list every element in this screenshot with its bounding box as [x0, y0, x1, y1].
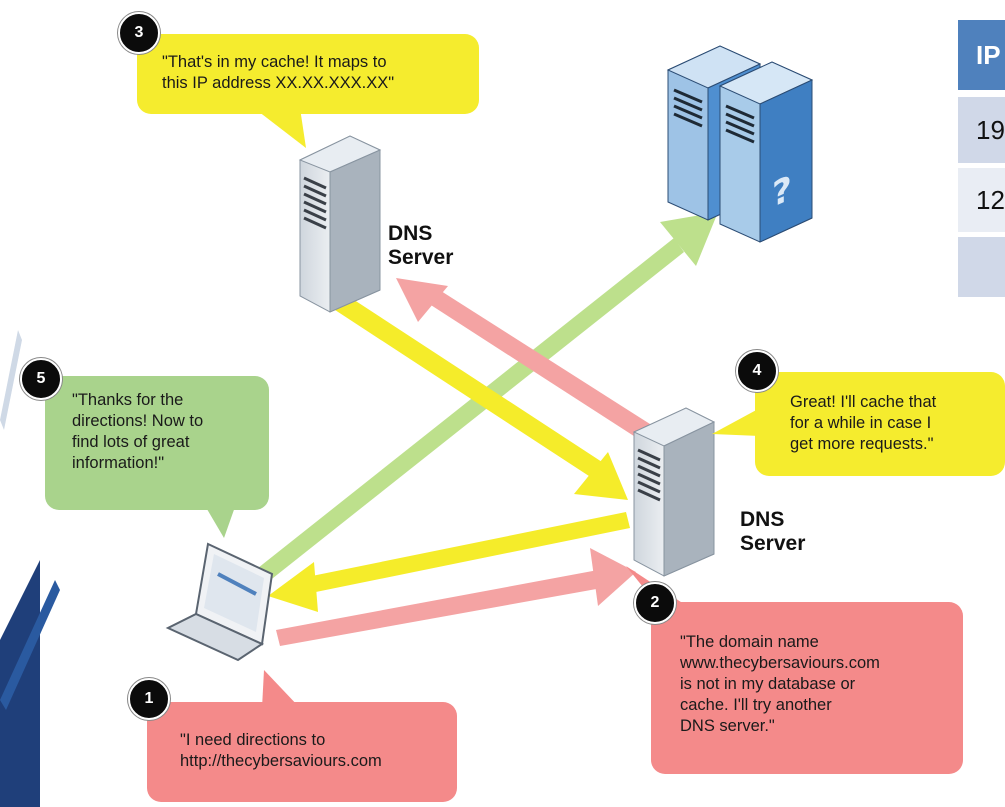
bubble-text-3: "That's in my cache! It maps to this IP …: [162, 53, 395, 92]
table-cell: 12: [976, 185, 1005, 215]
table-header: IP: [958, 20, 1005, 90]
bubble-step-5: [45, 376, 269, 538]
bubble-text-2: "The domain name www.thecybersaviours.co…: [680, 633, 880, 735]
table-header-label: IP: [976, 40, 1001, 70]
query-arrow-laptop: [276, 548, 636, 646]
connect-arrow: [258, 212, 718, 582]
dns-server-top-label: DNS Server: [388, 222, 454, 269]
bubble-text-5: "Thanks for the directions! Now to find …: [72, 391, 204, 472]
response-arrow-laptop: [268, 512, 630, 612]
table-row: 19: [958, 97, 1005, 163]
step-badge-1: 1: [128, 678, 170, 720]
query-arrow-top: [396, 278, 650, 440]
dns-server-top: [298, 135, 382, 313]
bubble-text-1: "I need directions to http://thecybersav…: [180, 731, 382, 770]
bubble-step-1: [147, 670, 457, 802]
bubble-step-4: [712, 372, 1005, 476]
step-badge-4: 4: [736, 350, 778, 392]
response-arrow-top: [332, 292, 628, 500]
step-badge-3: 3: [118, 12, 160, 54]
dns-server-right-label: DNS Server: [740, 508, 806, 555]
laptop: [165, 542, 274, 662]
dns-server-right: [632, 407, 716, 577]
table-row: [958, 237, 1005, 297]
web-server: [666, 45, 814, 243]
bubble-text-4: Great! I'll cache that for a while in ca…: [790, 393, 937, 453]
bubble-step-3: [137, 34, 479, 148]
table-cell: 19: [976, 115, 1005, 145]
step-badge-2: 2: [634, 582, 676, 624]
step-badge-5: 5: [20, 358, 62, 400]
table-row: 12: [958, 168, 1005, 232]
